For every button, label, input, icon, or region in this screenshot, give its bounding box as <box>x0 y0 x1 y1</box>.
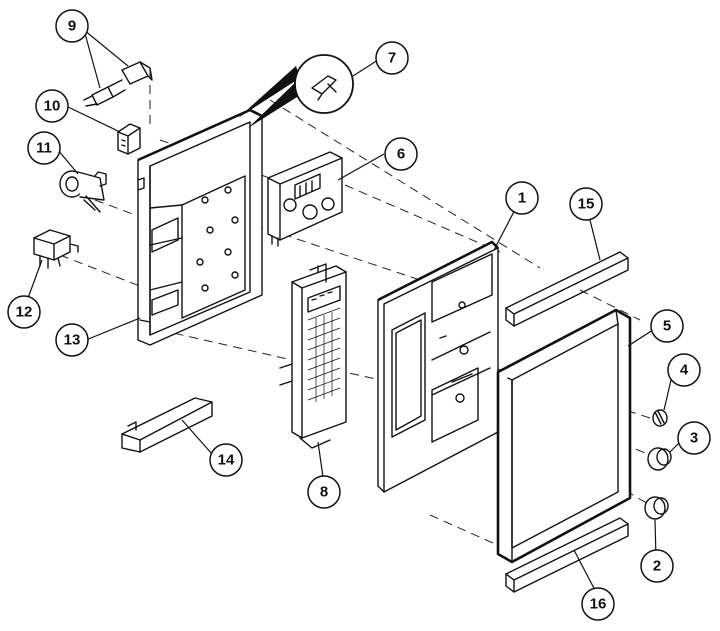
part-12-relay <box>33 229 79 269</box>
part-2-knob <box>644 496 669 520</box>
part-6-display-board <box>267 151 343 247</box>
part-1-control-panel <box>377 240 499 493</box>
callout-label: 10 <box>44 98 61 115</box>
callout-label: 4 <box>680 362 689 379</box>
callout-label: 3 <box>690 430 698 447</box>
callout-1: 1 <box>505 181 539 215</box>
callout-label: 7 <box>388 50 396 67</box>
callout-5: 5 <box>650 309 684 343</box>
callout-label: 9 <box>68 18 76 35</box>
callout-3: 3 <box>677 421 711 455</box>
callout-4: 4 <box>667 353 701 387</box>
callout-11: 11 <box>27 131 61 165</box>
callout-8: 8 <box>307 475 341 509</box>
part-11-motor <box>59 170 107 213</box>
part-16-bottom-strip <box>505 517 629 593</box>
callout-16: 16 <box>581 587 615 621</box>
callout-label: 15 <box>578 196 595 213</box>
callout-9: 9 <box>55 9 89 43</box>
callout-6: 6 <box>384 137 418 171</box>
callout-7: 7 <box>375 41 409 75</box>
part-14-bracket <box>121 397 213 453</box>
callout-label: 13 <box>64 332 81 349</box>
callout-label: 8 <box>320 484 328 501</box>
callout-label: 2 <box>653 558 661 575</box>
callout-label: 1 <box>518 190 526 207</box>
callout-12: 12 <box>7 295 41 329</box>
callout-label: 6 <box>397 146 405 163</box>
part-10-switch <box>117 123 141 155</box>
callout-label: 5 <box>663 318 671 335</box>
part-4-knob <box>652 409 668 427</box>
part-5-door-frame <box>496 308 632 564</box>
callout-label: 11 <box>36 140 52 157</box>
part-15-top-strip <box>505 251 629 327</box>
part-3-knob <box>647 447 672 471</box>
part-7-clip-detail <box>238 54 354 128</box>
callout-13: 13 <box>55 323 89 357</box>
part-8-keypad-board <box>279 263 347 449</box>
callout-label: 16 <box>590 596 607 613</box>
callout-15: 15 <box>569 187 603 221</box>
callout-2: 2 <box>640 549 674 583</box>
callout-label: 12 <box>16 304 33 321</box>
part-13-frame <box>137 108 263 346</box>
callout-14: 14 <box>209 443 243 477</box>
part-9-lamp <box>83 61 153 107</box>
callout-10: 10 <box>35 89 69 123</box>
callout-label: 14 <box>218 452 235 469</box>
